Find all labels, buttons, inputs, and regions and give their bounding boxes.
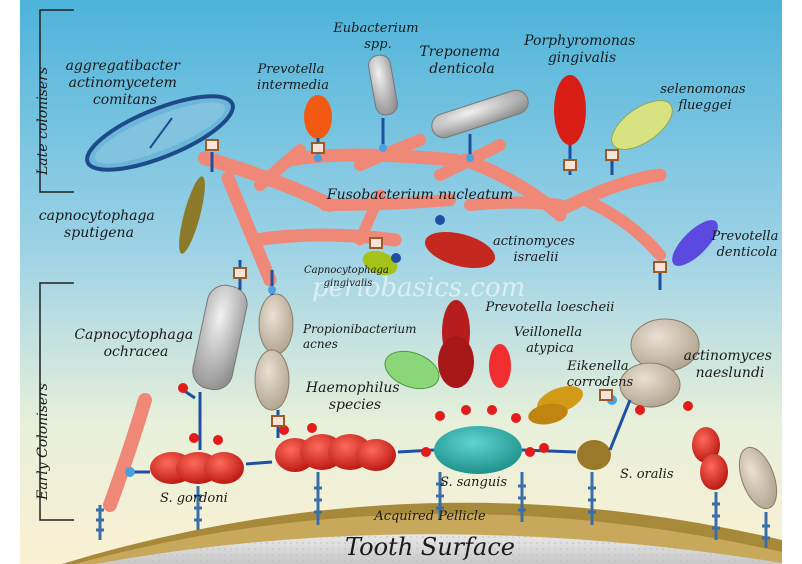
label-tooth-surface: Tooth Surface [345, 533, 515, 561]
label-eubacterium-1: Eubacterium [332, 21, 418, 36]
label-aggregatibacter-2: actinomycetem [69, 75, 177, 91]
label-prevotella-intermedia-2: intermedia [257, 78, 329, 93]
label-eikenella-2: corrodens [567, 375, 634, 390]
label-actinomyces-naeslundi-1: actinomyces [684, 348, 772, 364]
label-aggregatibacter-3: comitans [93, 92, 157, 108]
s-sanguis-cell [434, 426, 522, 474]
label-haemophilus-1: Haemophilus [305, 380, 400, 396]
svg-text:Prevotella denticola: Prevotella denticola [711, 229, 783, 260]
label-selenomonas-2: flueggei [677, 98, 731, 113]
label-fusobacterium: Fusobacterium nucleatum [326, 187, 513, 203]
porphyromonas-cell [554, 75, 586, 145]
label-treponema-1: Treponema [419, 44, 500, 60]
label-actinomyces-israelii-2: israelii [514, 250, 559, 265]
label-porphyromonas-1: Porphyromonas [523, 33, 635, 49]
label-capnocytophaga-gingivalis-1: Capnocytophaga [304, 265, 389, 276]
label-prevotella-denticola-2: denticola [717, 245, 778, 260]
label-capnocytophaga-sputigena-2: sputigena [64, 225, 134, 241]
svg-text:Prevotella intermedia: Prevotella intermedia [257, 62, 329, 93]
label-capnocytophaga-ochracea-2: ochracea [104, 344, 169, 360]
svg-text:Treponema denticola: Treponema denticola [419, 44, 504, 77]
label-aggregatibacter-1: aggregatibacter [66, 58, 182, 74]
label-propionibacterium-1: Propionibacterium [302, 322, 417, 336]
label-s-gordoni: S. gordoni [160, 491, 228, 506]
label-prevotella-denticola-1: Prevotella [711, 229, 779, 244]
label-s-sanguis: S. sanguis [440, 475, 507, 490]
label-capnocytophaga-ochracea-1: Capnocytophaga [74, 327, 193, 343]
svg-text:Eikenella corrodens: Eikenella corrodens [566, 359, 633, 390]
label-eikenella-1: Eikenella [566, 359, 628, 374]
label-selenomonas-1: selenomonas [660, 82, 746, 97]
label-capnocytophaga-sputigena-1: capnocytophaga [39, 208, 155, 224]
prevotella-intermedia-cell [304, 95, 332, 139]
label-prevotella-intermedia-1: Prevotella [257, 62, 325, 77]
label-veillonella-1: Veillonella [514, 325, 582, 340]
label-veillonella-2: atypica [526, 341, 574, 356]
label-treponema-2: denticola [429, 61, 494, 77]
label-acquired-pellicle: Acquired Pellicle [373, 509, 486, 524]
label-s-oralis: S. oralis [620, 467, 674, 482]
label-actinomyces-israelii-1: actinomyces [493, 234, 575, 249]
late-colonisers-label: Late colonisers [35, 67, 51, 176]
early-colonisers-label: Early Colonisers [35, 383, 51, 501]
label-capnocytophaga-gingivalis-2: gingivalis [324, 278, 373, 289]
label-haemophilus-2: species [329, 397, 381, 413]
s-gordoni-cells [150, 452, 244, 484]
label-prevotella-loescheii: Prevotella loescheii [485, 300, 615, 315]
label-porphyromonas-2: gingivalis [548, 50, 616, 66]
label-eubacterium-2: spp. [364, 37, 391, 52]
label-actinomyces-naeslundi-2: naeslundi [696, 365, 765, 381]
label-propionibacterium-2: acnes [303, 337, 338, 351]
svg-text:actinomyces naeslundi: actinomyces naeslundi [684, 348, 777, 381]
veillonella-cell [489, 344, 511, 388]
s-oralis-cell [577, 440, 611, 470]
